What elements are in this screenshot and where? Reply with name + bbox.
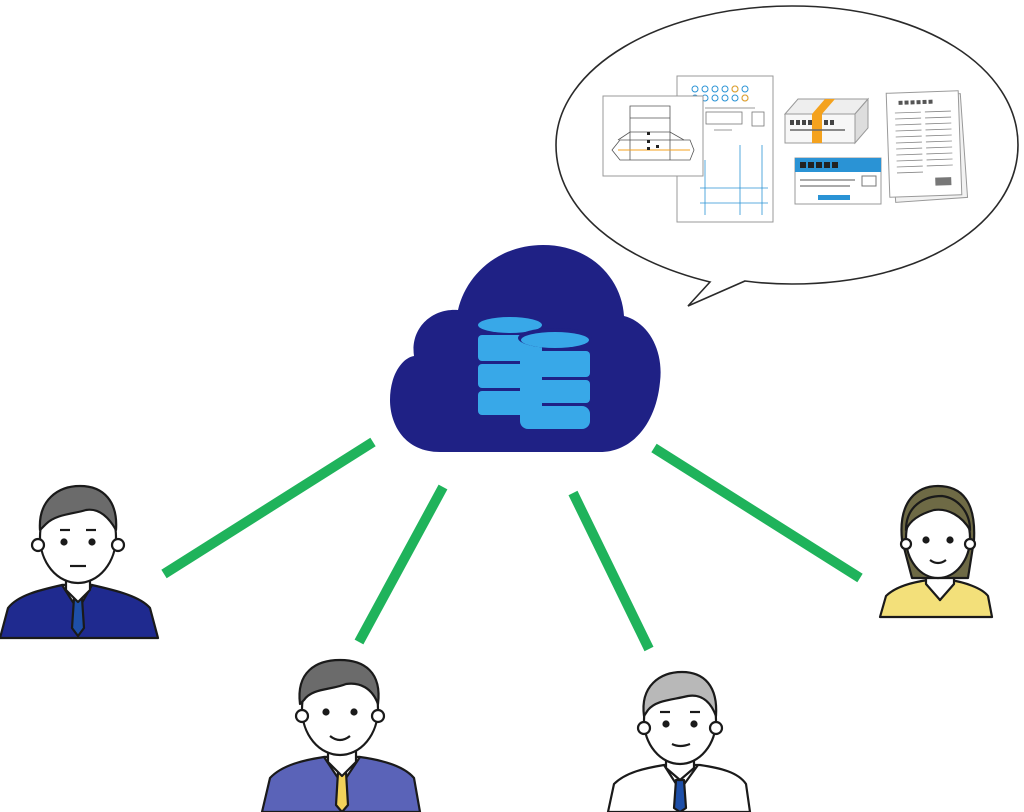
young-businessman-icon	[260, 658, 422, 812]
connector-line-right	[651, 443, 863, 583]
cloud-database-icon	[390, 245, 661, 452]
speech-bubble	[555, 5, 1019, 307]
document-stack-icon	[885, 90, 969, 203]
connector-line-center-right	[568, 490, 654, 652]
businesswoman-icon	[878, 484, 994, 619]
bubble-documents	[602, 75, 969, 223]
box-blueprint-icon	[602, 95, 704, 177]
database-stack-front	[518, 328, 592, 429]
package-box-icon	[783, 97, 870, 145]
connector-line-center-left	[354, 484, 448, 645]
businessman-icon	[0, 484, 160, 640]
shipping-label-icon	[794, 157, 882, 205]
senior-businessman-icon	[606, 670, 752, 812]
connector-line-left	[161, 437, 376, 579]
speech-bubble-outline	[555, 5, 1019, 307]
connector-lines	[161, 437, 863, 652]
